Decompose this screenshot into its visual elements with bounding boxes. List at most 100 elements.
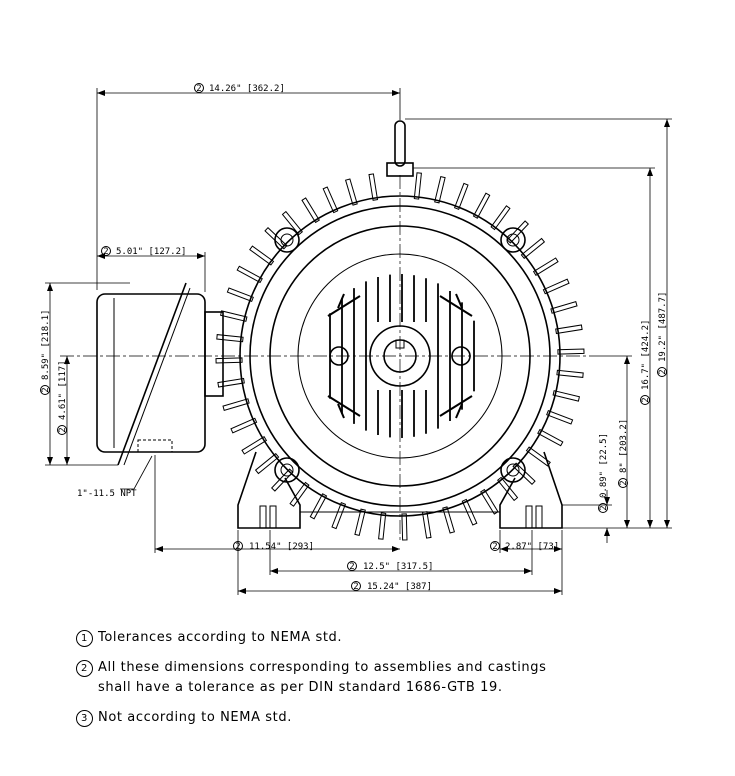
junction-box — [96, 282, 224, 466]
dim-frame-height: 2 16.7" [424.2] — [640, 320, 651, 405]
dim-base-width: 2 15.24" [387] — [351, 581, 432, 592]
dimension-lines — [45, 88, 672, 595]
cooling-fin — [555, 324, 583, 335]
svg-text:16.7" [424.2]: 16.7" [424.2] — [641, 320, 651, 390]
cooling-fin — [220, 310, 248, 322]
side-bolt-right — [451, 346, 471, 366]
cooling-fins — [215, 172, 585, 541]
dim-foot-thickness: 2 0.89" [22.5] — [598, 433, 609, 513]
svg-text:2: 2 — [492, 542, 497, 552]
dim-shaft-height: 2 8" [203.2] — [618, 419, 629, 488]
grille-bar — [455, 293, 463, 309]
grille-bar — [439, 295, 473, 317]
dim-overall-height: 2 19.2" [487.7] — [657, 292, 668, 377]
motor-body — [215, 120, 585, 541]
cooling-fin — [546, 409, 574, 425]
note-marker: 2 — [76, 660, 93, 677]
cooling-fin — [557, 348, 585, 355]
dim-junction-box-half: 2 4.61" [117] — [57, 360, 68, 435]
cooling-fin — [222, 398, 250, 412]
cooling-fin — [281, 210, 304, 236]
shaft-key — [395, 339, 405, 349]
end-shield — [269, 225, 531, 487]
cooling-fin — [230, 417, 258, 434]
cooling-fin — [344, 178, 358, 206]
dim-conduit: 1"-11.5 NPT — [77, 489, 137, 499]
cooling-fin — [354, 508, 366, 536]
cooling-fin — [496, 476, 519, 502]
dimension-labels: 2 14.26" [362.2] 2 5.01" [127.2] 2 8.59"… — [40, 83, 668, 592]
cooling-fin — [434, 176, 446, 204]
svg-text:8.59" [218.1]: 8.59" [218.1] — [41, 310, 51, 380]
cooling-fin — [525, 446, 551, 467]
svg-text:2: 2 — [353, 582, 358, 592]
svg-text:0.89" [22.5]: 0.89" [22.5] — [599, 433, 609, 498]
cooling-fin — [472, 192, 491, 219]
cooling-fin — [236, 265, 263, 284]
note-text: Tolerances according to NEMA std. — [98, 630, 343, 645]
cooling-fin — [216, 334, 244, 343]
svg-text:2.87" [73]: 2.87" [73] — [505, 542, 559, 552]
grille-bar — [439, 395, 473, 417]
svg-text:11.54" [293]: 11.54" [293] — [249, 542, 314, 552]
cooling-fin — [461, 498, 478, 526]
cooling-fin — [442, 506, 456, 534]
cooling-fin — [401, 513, 408, 541]
svg-text:12.5" [317.5]: 12.5" [317.5] — [363, 562, 433, 572]
cooling-fin — [490, 205, 511, 231]
svg-text:19.2" [487.7]: 19.2" [487.7] — [658, 292, 668, 362]
cooling-fin — [226, 287, 254, 303]
note-text: Not according to NEMA std. — [98, 710, 292, 725]
svg-text:2: 2 — [599, 505, 609, 510]
svg-text:2: 2 — [235, 542, 240, 552]
note-item: 1 Tolerances according to NEMA std. — [76, 628, 696, 648]
notes-list: 1 Tolerances according to NEMA std. 2 Al… — [76, 628, 696, 738]
mounting-feet — [237, 451, 563, 529]
cooling-fin — [542, 278, 570, 295]
cooling-fin — [378, 512, 387, 540]
frame-outer-ring — [239, 195, 561, 517]
cooling-fin — [421, 511, 432, 539]
grille-bar — [337, 293, 345, 309]
cooling-fin — [270, 468, 294, 492]
frame-inner-ring — [249, 205, 551, 507]
shaft-hub — [369, 325, 431, 387]
cooling-fin — [453, 182, 469, 210]
svg-text:2: 2 — [641, 397, 651, 402]
svg-text:2: 2 — [41, 387, 51, 392]
svg-text:15.24" [387]: 15.24" [387] — [367, 582, 432, 592]
dim-junction-box-width: 2 5.01" [127.2] — [101, 246, 186, 257]
svg-text:2: 2 — [619, 480, 629, 485]
cooling-fin — [241, 436, 268, 455]
svg-text:2: 2 — [349, 562, 354, 572]
note-item: 3 Not according to NEMA std. — [76, 708, 696, 728]
cooling-fin — [301, 197, 320, 224]
dim-overall-width: 2 14.26" [362.2] — [194, 83, 285, 94]
cooling-fin — [264, 226, 288, 250]
cooling-fin — [532, 257, 559, 276]
cooling-fin — [550, 300, 578, 314]
cooling-fin — [249, 245, 275, 266]
cooling-fin — [520, 237, 546, 260]
svg-text:14.26" [362.2]: 14.26" [362.2] — [209, 84, 285, 94]
side-bolt-left — [329, 346, 349, 366]
fan-grille — [327, 274, 475, 438]
grille-bar — [337, 403, 345, 419]
grille-bar — [327, 395, 361, 417]
note-marker: 3 — [76, 710, 93, 727]
cooling-fin — [331, 502, 347, 530]
lifting-eye — [386, 120, 414, 177]
cooling-fin — [217, 377, 245, 388]
svg-text:8" [203.2]: 8" [203.2] — [619, 419, 629, 473]
cooling-fin — [413, 172, 422, 200]
note-item: 2 All these dimensions corresponding to … — [76, 658, 576, 698]
svg-text:5.01" [127.2]: 5.01" [127.2] — [116, 247, 186, 257]
end-shield-inner — [297, 253, 503, 459]
cooling-fin — [506, 220, 530, 244]
dim-bolt-spacing: 2 12.5" [317.5] — [347, 561, 433, 572]
grille-bar — [455, 403, 463, 419]
note-text: All these dimensions corresponding to as… — [98, 660, 547, 695]
grille-bar — [327, 295, 361, 317]
cooling-fin — [537, 428, 564, 447]
svg-text:4.61" [117]: 4.61" [117] — [58, 360, 68, 420]
